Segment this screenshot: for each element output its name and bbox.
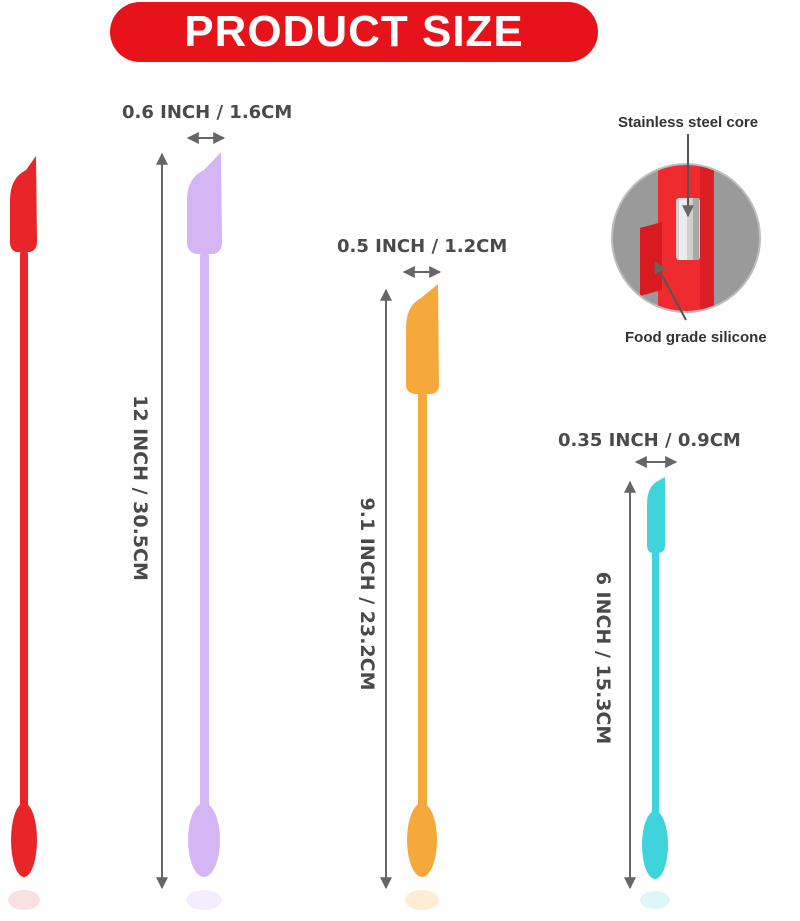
dimension-arrows <box>156 132 678 890</box>
food-grade-silicone-label: Food grade silicone <box>625 329 767 346</box>
purple-width-label: 0.6 INCH / 1.6CM <box>122 102 293 123</box>
orange-spatula <box>405 284 439 910</box>
purple-length-label: 12 INCH / 30.5CM <box>129 395 151 581</box>
product-size-banner: PRODUCT SIZE <box>110 2 598 62</box>
purple-spatula <box>186 152 222 910</box>
red-spatula <box>8 156 40 910</box>
stainless-core-label: Stainless steel core <box>618 114 759 131</box>
orange-length-label: 9.1 INCH / 23.2CM <box>356 497 378 691</box>
cross-section-diagram <box>611 134 761 321</box>
cyan-spatula <box>640 477 670 909</box>
banner-title: PRODUCT SIZE <box>184 7 524 56</box>
orange-width-label: 0.5 INCH / 1.2CM <box>337 236 508 257</box>
cyan-length-label: 6 INCH / 15.3CM <box>592 571 614 745</box>
cyan-width-label: 0.35 INCH / 0.9CM <box>558 430 741 451</box>
